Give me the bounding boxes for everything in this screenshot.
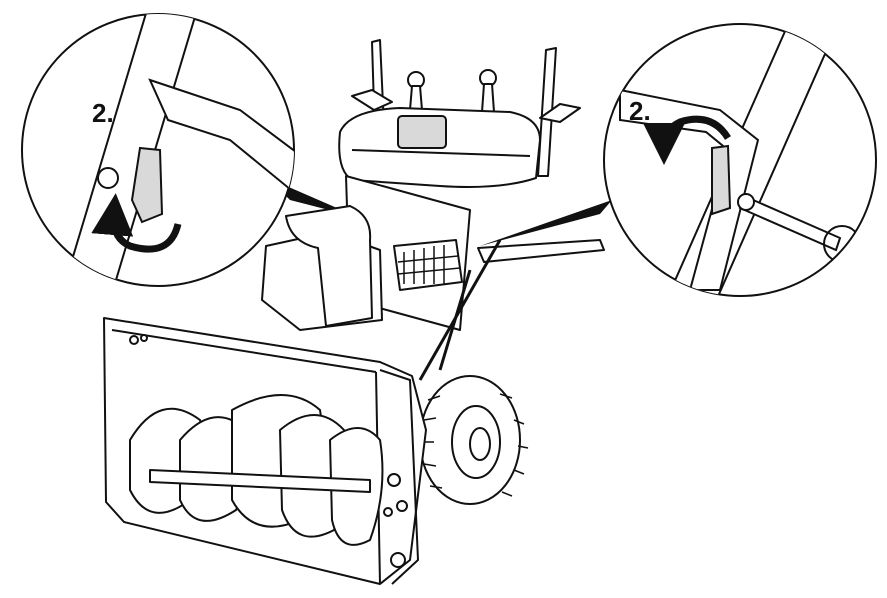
step-label-left: 2. bbox=[92, 98, 114, 128]
auger-blades bbox=[129, 394, 384, 546]
rotate-arrow-right bbox=[643, 115, 731, 165]
right-callout-detail bbox=[603, 23, 877, 297]
discharge-chute bbox=[285, 205, 373, 327]
right-callout-pointer bbox=[480, 200, 612, 246]
battery-pack bbox=[393, 239, 463, 291]
left-callout-detail bbox=[21, 13, 295, 287]
lever-right bbox=[711, 144, 732, 216]
step-label-right: 2. bbox=[629, 96, 651, 126]
snow-blower bbox=[103, 39, 605, 585]
dashboard-display bbox=[397, 115, 447, 149]
rotate-arrow-left bbox=[91, 193, 182, 253]
lever-left bbox=[130, 146, 164, 224]
